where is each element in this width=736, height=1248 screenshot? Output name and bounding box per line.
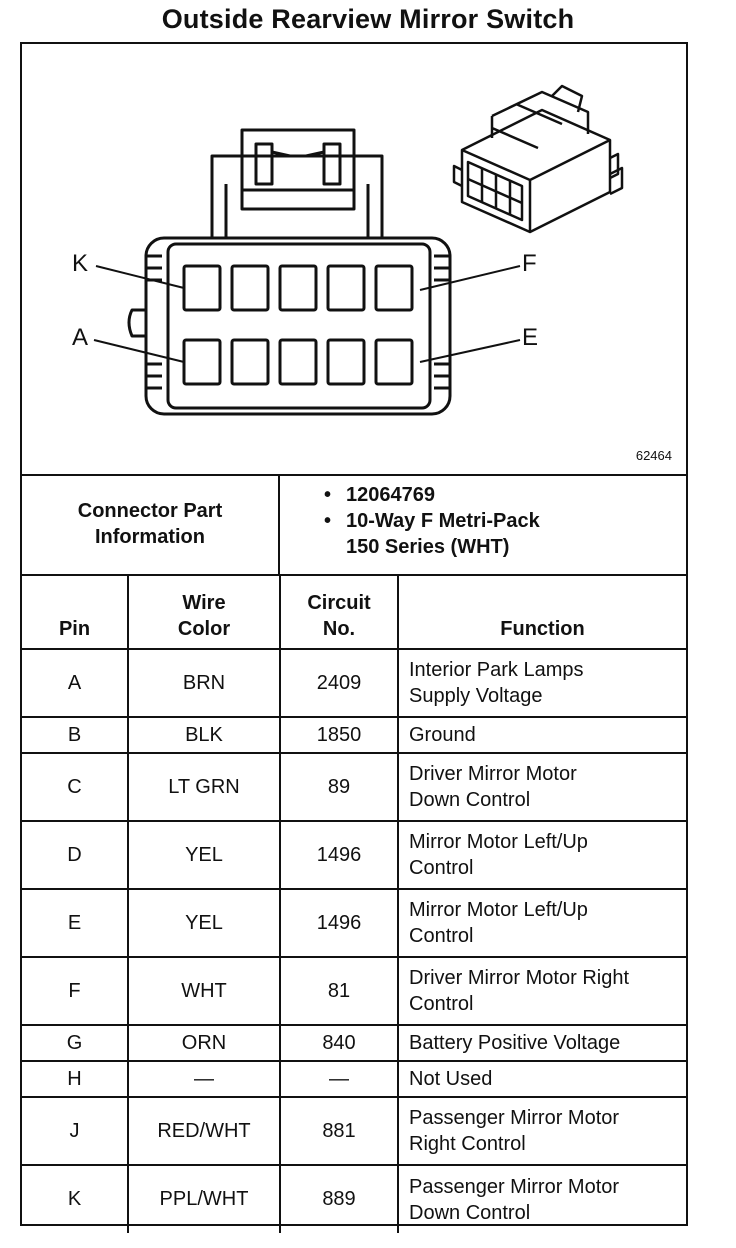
- pin-cell: A: [22, 648, 129, 718]
- header-circuit-line2: No.: [322, 618, 356, 640]
- diagram-label-e: E: [522, 324, 539, 351]
- diagram-label-f: F: [522, 250, 537, 277]
- connector-info-label-line1: Connector Part: [77, 500, 223, 522]
- pin-cell: C: [22, 752, 129, 822]
- wire-color-cell: RED/WHT: [127, 1096, 281, 1166]
- function-line1: Passenger Mirror Motor: [409, 1107, 620, 1129]
- table-row: H——Not Used: [22, 1060, 686, 1098]
- function-line2: Control: [409, 925, 474, 947]
- header-wire-color-line2: Color: [177, 618, 231, 640]
- pinout-header-row: Pin Wire Color Circuit No. Function: [22, 576, 686, 650]
- function-line2: Down Control: [409, 1201, 531, 1224]
- function-line1: Ground: [409, 724, 476, 746]
- function-cell: Battery Positive Voltage: [397, 1024, 686, 1062]
- circuit-number-cell: 1850: [279, 716, 399, 754]
- connector-part-info: Connector Part Information 12064769 10-W…: [22, 474, 686, 576]
- function-line2: Control: [409, 993, 474, 1015]
- function-cell: Ground: [397, 716, 686, 754]
- header-wire-color-line1: Wire: [182, 592, 226, 614]
- connector-description-line1: 10-Way F Metri-Pack: [346, 510, 540, 532]
- circuit-number-cell: 2409: [279, 648, 399, 718]
- circuit-number-cell: 89: [279, 752, 399, 822]
- connector-info-values: 12064769 10-Way F Metri-Pack 150 Series …: [280, 482, 680, 560]
- circuit-number-cell: 840: [279, 1024, 399, 1062]
- pin-cell: E: [22, 888, 129, 958]
- wire-color-cell: LT GRN: [127, 752, 281, 822]
- wire-color-cell: BLK: [127, 716, 281, 754]
- function-line1: Driver Mirror Motor: [409, 763, 577, 785]
- wire-color-cell: YEL: [127, 888, 281, 958]
- circuit-number-cell: 881: [279, 1096, 399, 1166]
- wire-color-cell: YEL: [127, 820, 281, 890]
- pin-cell: G: [22, 1024, 129, 1062]
- circuit-number-cell: 1496: [279, 888, 399, 958]
- function-line1: Driver Mirror Motor Right: [409, 967, 630, 989]
- part-number: 12064769: [280, 482, 680, 508]
- circuit-number-cell: 1496: [279, 820, 399, 890]
- pin-cell: J: [22, 1096, 129, 1166]
- connector-description-line2: 150 Series (WHT): [346, 536, 510, 558]
- pin-cell: D: [22, 820, 129, 890]
- pin-cell: F: [22, 956, 129, 1026]
- header-function: Function: [397, 576, 686, 650]
- function-line2: Control: [409, 857, 474, 879]
- pin-cell: K: [22, 1164, 129, 1233]
- function-cell: Not Used: [397, 1060, 686, 1098]
- header-pin: Pin: [22, 576, 129, 650]
- wire-color-cell: —: [127, 1060, 281, 1098]
- diagram-label-a: A: [72, 324, 89, 351]
- diagram-label-k: K: [72, 250, 89, 277]
- function-line1: Mirror Motor Left/Up: [409, 831, 588, 853]
- connector-sheet: K F A E 62464 Connector Part Information…: [20, 42, 688, 1233]
- page-title: Outside Rearview Mirror Switch: [161, 4, 575, 34]
- function-line1: Battery Positive Voltage: [409, 1032, 621, 1054]
- connector-description: 10-Way F Metri-Pack 150 Series (WHT): [280, 508, 680, 560]
- header-wire-color: Wire Color: [127, 576, 281, 650]
- connector-info-label-line2: Information: [95, 526, 205, 548]
- circuit-number-cell: —: [279, 1060, 399, 1098]
- function-line1: Not Used: [409, 1068, 493, 1090]
- wire-color-cell: ORN: [127, 1024, 281, 1062]
- header-circuit-line1: Circuit: [307, 592, 371, 614]
- function-line2: Right Control: [409, 1133, 526, 1155]
- function-line2: Down Control: [409, 789, 531, 811]
- connector-face-drawing: [93, 84, 624, 416]
- wire-color-cell: BRN: [127, 648, 281, 718]
- circuit-number-cell: 81: [279, 956, 399, 1026]
- function-line1: Interior Park Lamps: [409, 659, 584, 681]
- wire-color-cell: WHT: [127, 956, 281, 1026]
- function-line1: Mirror Motor Left/Up: [409, 899, 588, 921]
- header-circuit-no: Circuit No.: [279, 576, 399, 650]
- function-line1: Passenger Mirror Motor: [409, 1175, 620, 1198]
- function-line2: Supply Voltage: [409, 685, 543, 707]
- circuit-number-cell: 889: [279, 1164, 399, 1233]
- connector-diagram: K F A E 62464: [22, 44, 686, 476]
- connector-info-label: Connector Part Information: [22, 474, 280, 574]
- wire-color-cell: PPL/WHT: [127, 1164, 281, 1233]
- figure-number: 62464: [635, 448, 672, 463]
- pin-cell: B: [22, 716, 129, 754]
- pin-cell: H: [22, 1060, 129, 1098]
